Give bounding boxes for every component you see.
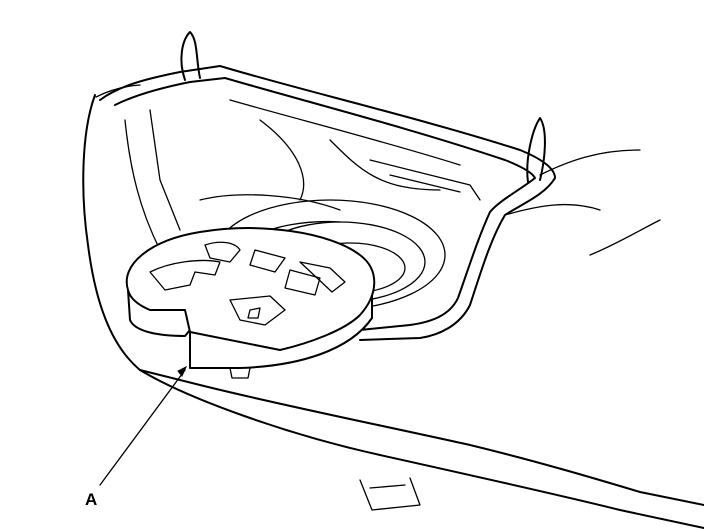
callout-a: A [85, 365, 188, 509]
callout-a-label: A [85, 490, 97, 509]
spare-tire-tray [125, 227, 376, 379]
trunk-hinge-left [180, 31, 201, 81]
trunk-hinge-right [526, 117, 546, 183]
trunk-interior [199, 99, 481, 211]
bumper-lower-detail [359, 477, 421, 511]
